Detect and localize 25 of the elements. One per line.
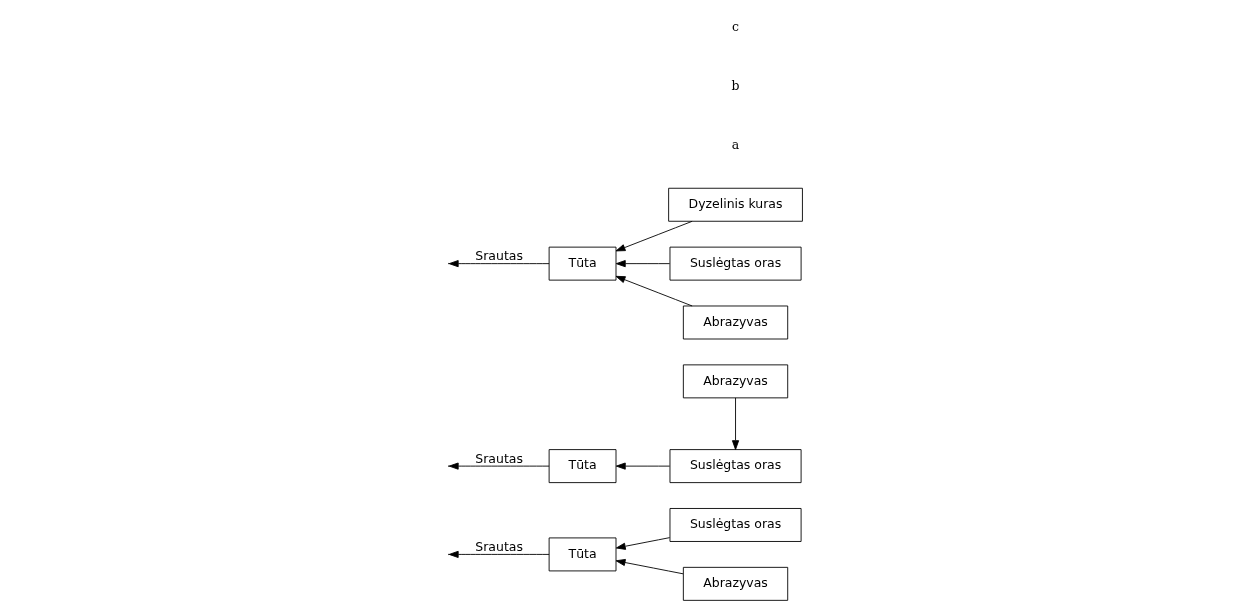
- node-box: Abrazyvas: [682, 364, 788, 399]
- arrow: [615, 462, 670, 470]
- edge-label: Srautas: [474, 248, 523, 264]
- edge-label: Srautas: [474, 450, 523, 466]
- node-box: Tūta: [548, 537, 616, 572]
- node-box: Suslėgtas oras: [669, 508, 802, 542]
- label: a: [731, 137, 739, 153]
- node-box: Tūta: [548, 246, 616, 281]
- arrow: [448, 260, 550, 268]
- arrow: [615, 558, 683, 575]
- arrow: [448, 462, 550, 470]
- label: c: [731, 19, 739, 35]
- arrow: [615, 220, 693, 252]
- label: b: [731, 78, 740, 94]
- node-box: Suslėgtas oras: [669, 246, 802, 281]
- node-box: Abrazyvas: [682, 566, 788, 601]
- arrow: [615, 275, 693, 307]
- arrow: [615, 537, 670, 550]
- arrow: [615, 260, 670, 268]
- node-box: Suslėgtas oras: [669, 449, 802, 484]
- node-box: Dyzelinis kuras: [667, 187, 803, 222]
- arrow: [731, 397, 739, 450]
- edge-label: Srautas: [474, 539, 523, 555]
- node-box: Tūta: [548, 449, 616, 484]
- node-box: Abrazyvas: [682, 305, 788, 340]
